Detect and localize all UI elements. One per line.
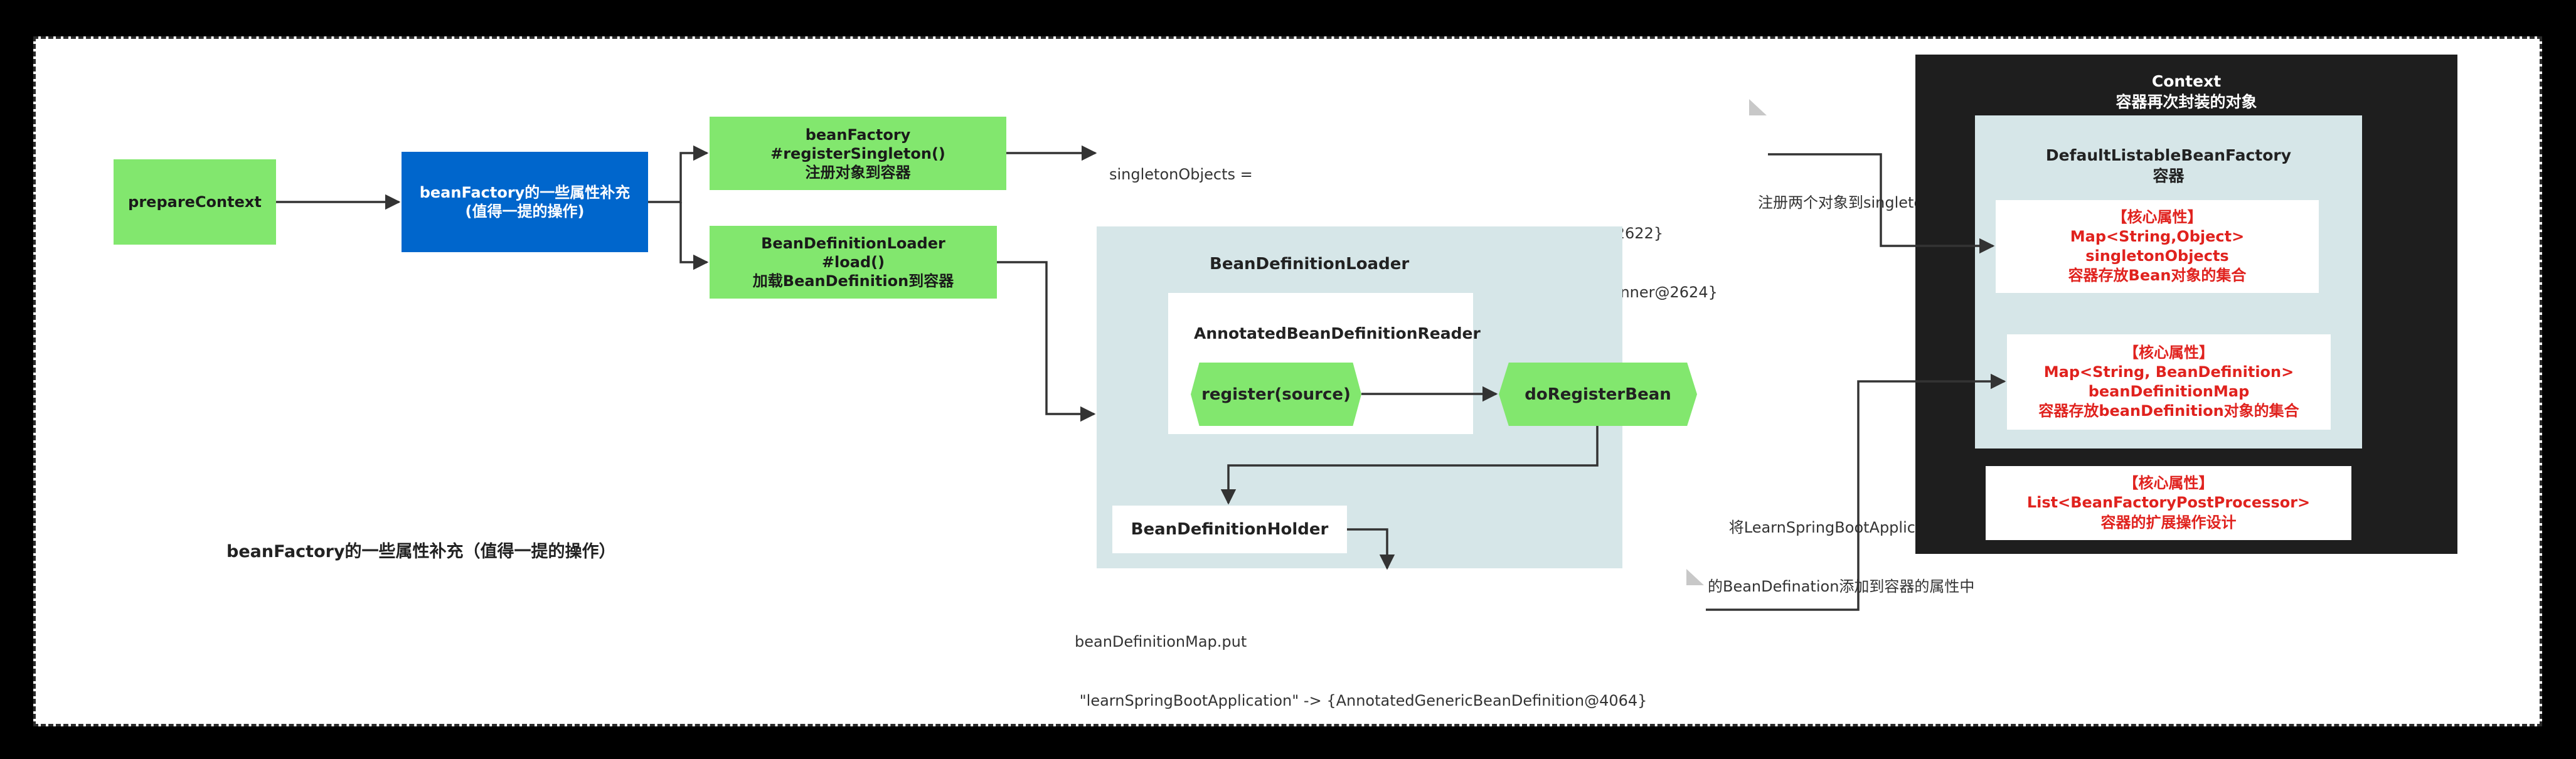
definition-box-line-1: 【核心属性】 — [2124, 343, 2214, 361]
factory-title-line-2: 容器 — [2153, 166, 2185, 185]
footer-caption: beanFactory的一些属性补充（值得一提的操作） — [226, 542, 616, 561]
definition-box-line-2: Map<String, BeanDefinition> — [2043, 363, 2294, 381]
prepare-context-label: prepareContext — [128, 193, 262, 211]
arrow-map-note-to-definition-box — [1706, 373, 2006, 611]
register-singleton-node: beanFactory #registerSingleton() 注册对象到容器 — [710, 117, 1006, 190]
context-title: Context 容器再次封装的对象 — [1915, 72, 2457, 112]
loader-line-1: BeanDefinitionLoader — [761, 235, 945, 252]
bean-definition-loader-node: BeanDefinitionLoader #load() 加载BeanDefin… — [710, 226, 997, 299]
definition-box-line-4: 容器存放beanDefinition对象的集合 — [2038, 402, 2299, 420]
add-note-line-2: 的BeanDefination添加到容器的属性中 — [1708, 577, 1975, 595]
map-note-line-1: beanDefinitionMap.put — [1075, 633, 1247, 651]
post-processor-box: 【核心属性】 List<BeanFactoryPostProcessor> 容器… — [1986, 466, 2351, 540]
register-singleton-line-2: #registerSingleton() — [770, 144, 945, 162]
singleton-box-line-3: singletonObjects — [2085, 247, 2229, 265]
reader-title: AnnotatedBeanDefinitionReader — [1194, 324, 1481, 342]
supplement-line-2: (值得一提的操作) — [465, 203, 585, 220]
add-to-container-note: 将LearnSpringBootApplication 的BeanDefinat… — [1708, 479, 1974, 616]
resize-handle-mark — [1749, 99, 1767, 115]
arrow-supplement-to-loader — [679, 202, 709, 270]
register-source-label: register(source) — [1201, 385, 1351, 404]
arrow-holder-to-map-note — [1347, 528, 1395, 570]
supplement-line-1: beanFactory的一些属性补充 — [419, 184, 631, 201]
definition-box-line-3: beanDefinitionMap — [2088, 383, 2250, 400]
singleton-box-line-2: Map<String,Object> — [2070, 227, 2245, 245]
register-singleton-line-1: beanFactory — [805, 125, 911, 144]
postprocessor-line-1: 【核心属性】 — [2123, 474, 2214, 492]
loader-panel-title: BeanDefinitionLoader — [1210, 255, 1410, 273]
register-source-node: register(source) — [1191, 363, 1361, 426]
postprocessor-line-3: 容器的扩展操作设计 — [2100, 513, 2237, 531]
arrow-loader-to-panel — [997, 261, 1096, 422]
postprocessor-line-2: List<BeanFactoryPostProcessor> — [2026, 494, 2311, 512]
factory-title: DefaultListableBeanFactory 容器 — [1975, 146, 2362, 186]
singleton-box-line-1: 【核心属性】 — [2112, 208, 2203, 226]
arrow-supplement-to-singleton — [648, 145, 709, 203]
singleton-box-line-4: 容器存放Bean对象的集合 — [2068, 267, 2247, 285]
do-register-bean-label: doRegisterBean — [1525, 385, 1671, 404]
singleton-note-line-1: singletonObjects = — [1109, 166, 1253, 184]
register-singleton-line-3: 注册对象到容器 — [805, 163, 911, 181]
factory-title-line-1: DefaultListableBeanFactory — [2045, 146, 2292, 164]
loader-line-2: #load() — [821, 253, 885, 271]
singleton-objects-box: 【核心属性】 Map<String,Object> singletonObjec… — [1996, 200, 2319, 293]
context-title-line-1: Context — [2151, 72, 2222, 90]
holder-label: BeanDefinitionHolder — [1131, 520, 1329, 539]
bean-definition-map-note: beanDefinitionMap.put "learnSpringBootAp… — [1075, 593, 1647, 730]
bean-factory-supplement-node: beanFactory的一些属性补充 (值得一提的操作) — [402, 152, 648, 252]
loader-line-3: 加载BeanDefinition到容器 — [752, 272, 954, 290]
bean-definition-map-box: 【核心属性】 Map<String, BeanDefinition> beanD… — [2007, 334, 2331, 430]
context-title-line-2: 容器再次封装的对象 — [2116, 92, 2257, 111]
map-note-line-2: "learnSpringBootApplication" -> {Annotat… — [1075, 691, 1647, 709]
arrow-note-to-singleton-box — [1768, 153, 1995, 254]
prepare-context-node: prepareContext — [114, 159, 276, 245]
resize-handle-mark-2 — [1686, 569, 1704, 585]
arrow-do-register-to-holder — [1220, 426, 1599, 505]
bean-definition-holder-box: BeanDefinitionHolder — [1112, 506, 1347, 553]
do-register-bean-node: doRegisterBean — [1499, 363, 1697, 426]
